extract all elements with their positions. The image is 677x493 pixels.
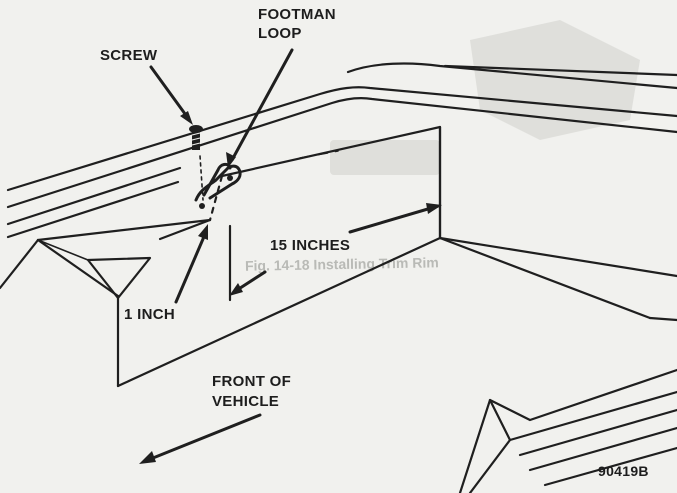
footman-loop-label-line1: FOOTMAN: [258, 6, 336, 23]
leader-arrows: [139, 48, 442, 464]
bleed-through-artwork: [330, 20, 640, 175]
body-top-rail: [6, 86, 677, 239]
screw-icon: [189, 125, 204, 201]
footman-loop-icon: [194, 162, 242, 209]
gusset: [37, 239, 152, 300]
front-of-vehicle-label-line1: FRONT OF: [212, 373, 292, 390]
front-of-vehicle-label-line2: VEHICLE: [212, 393, 280, 410]
door-frame: [346, 62, 677, 90]
one-inch-label: 1 INCH: [124, 306, 175, 323]
rear-pillar: [458, 368, 677, 493]
footman-loop-label-line2: LOOP: [258, 25, 302, 42]
figure-code: 90419B: [598, 463, 649, 479]
trim-box: [0, 125, 677, 388]
fifteen-inches-label: 15 INCHES: [270, 237, 351, 254]
screw-label: SCREW: [100, 47, 158, 64]
